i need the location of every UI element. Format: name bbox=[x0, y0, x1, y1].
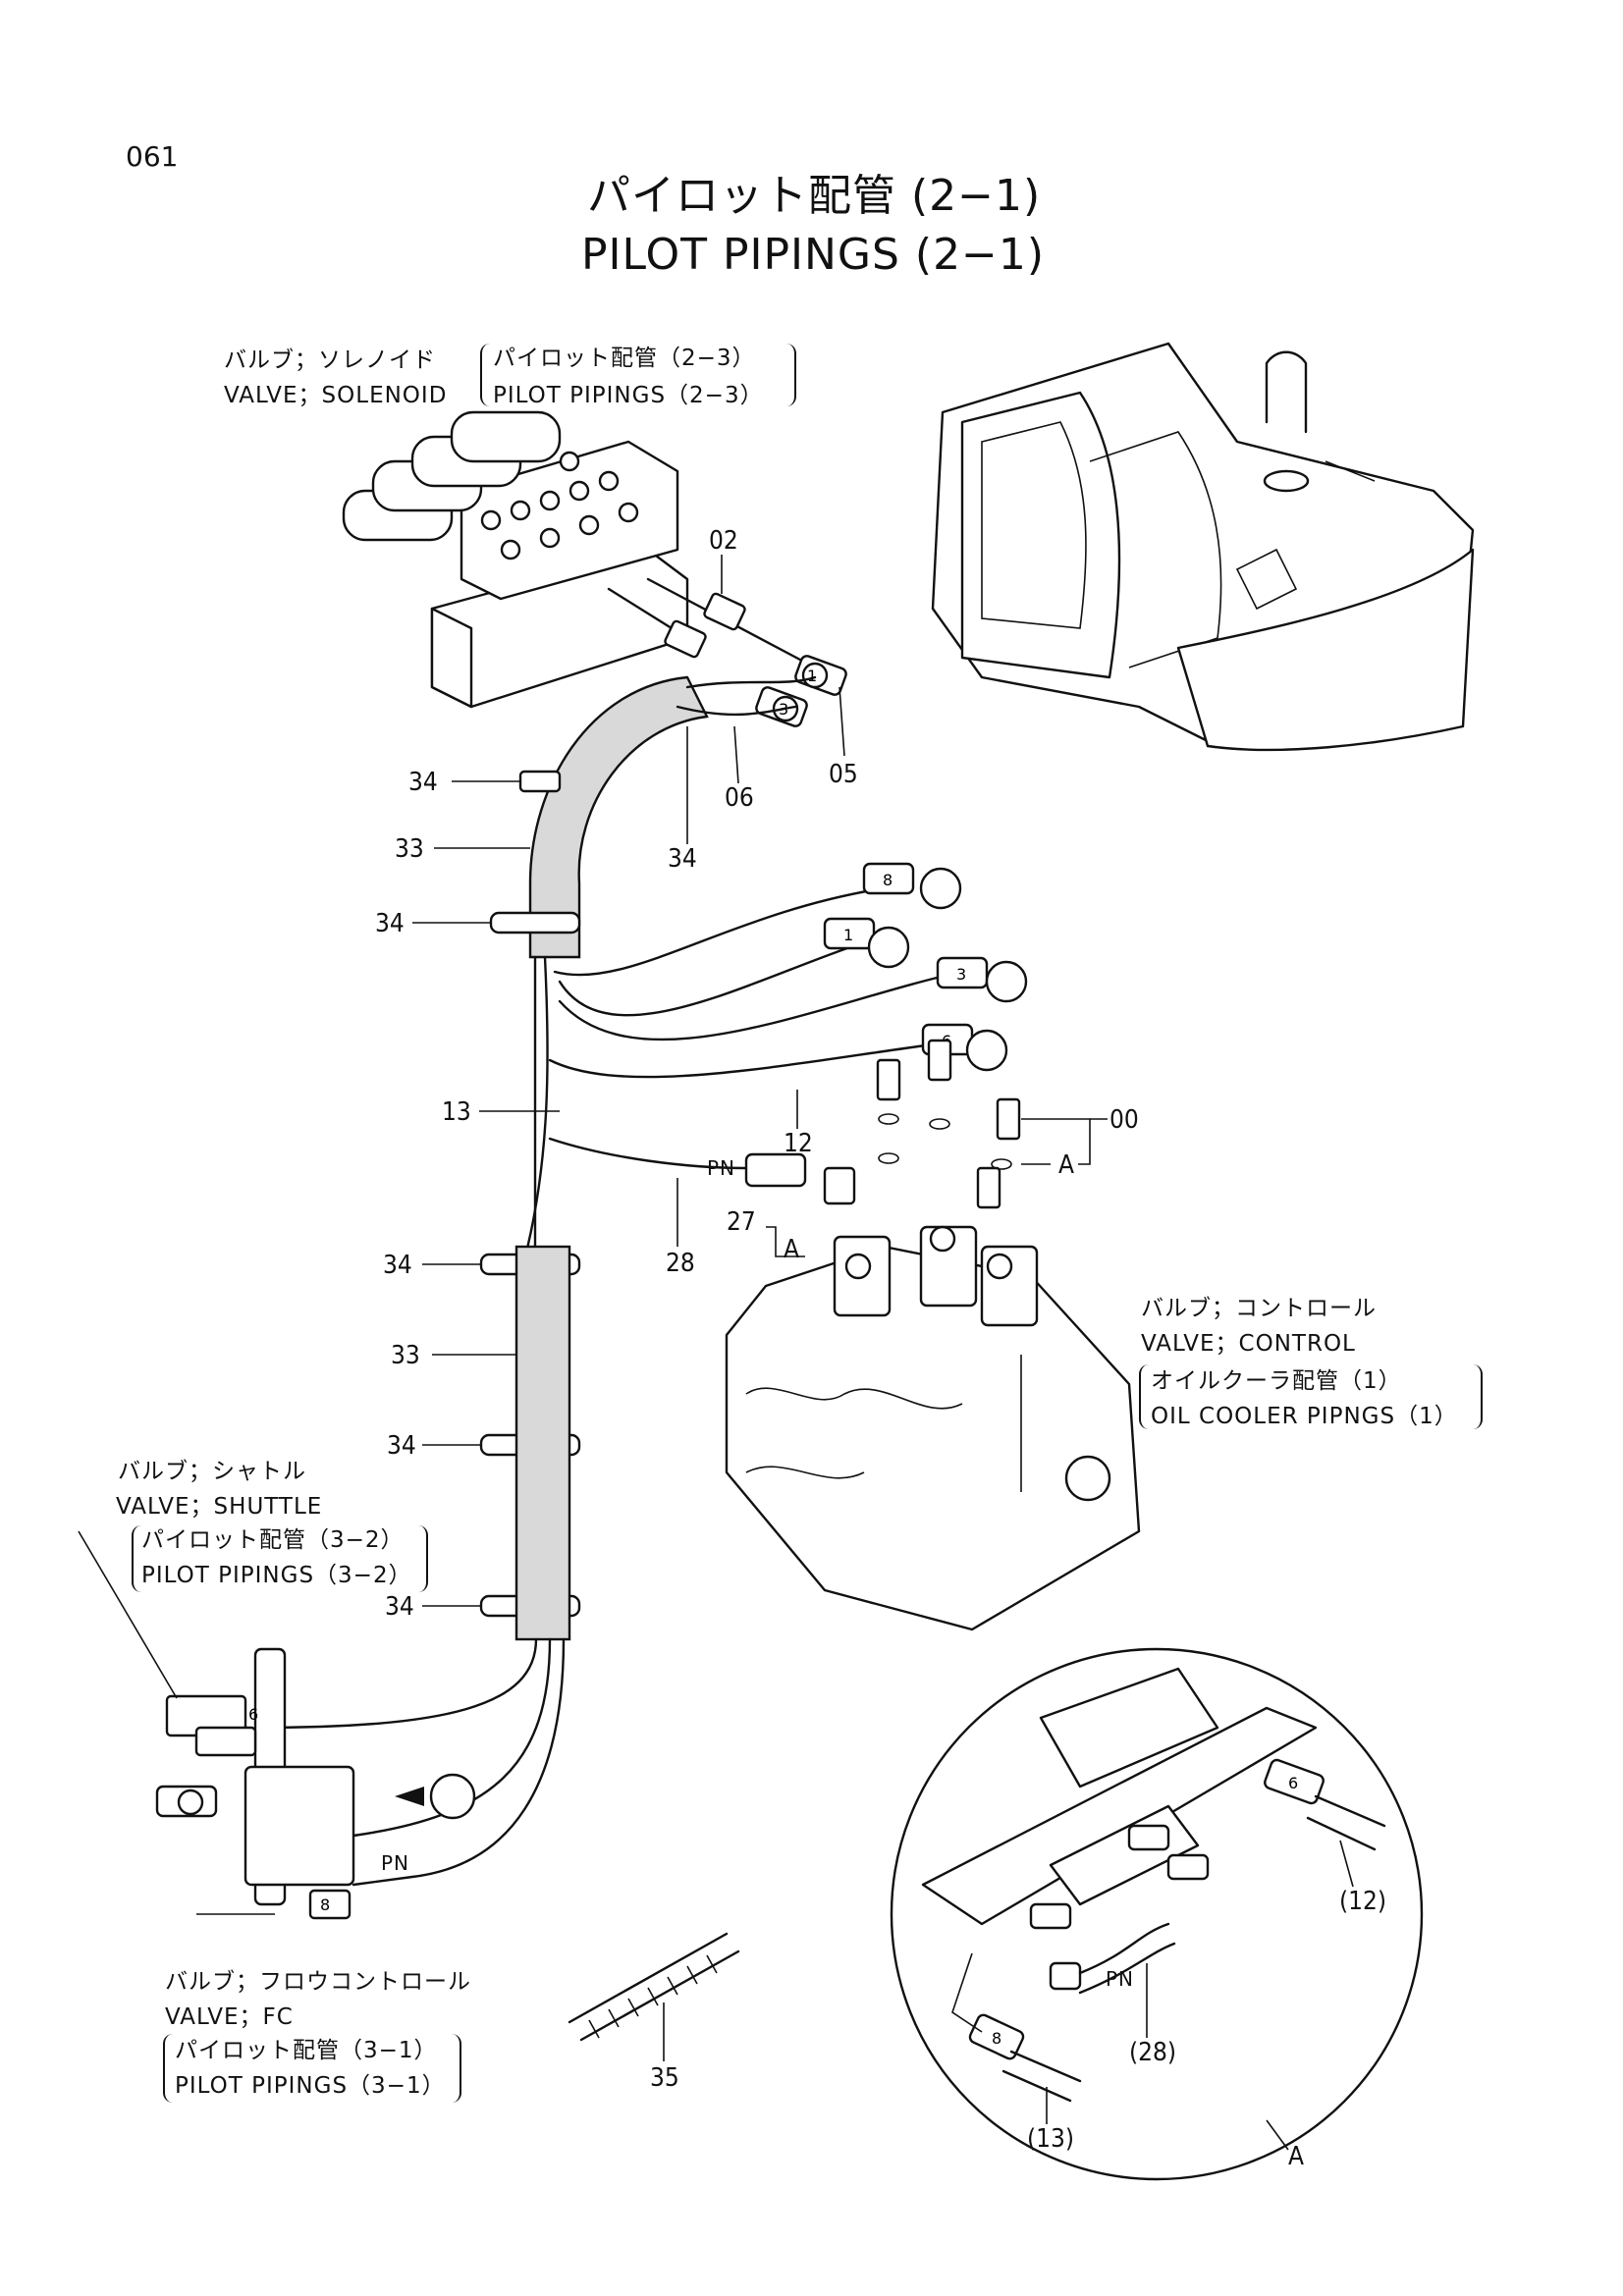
spiral-guard-35 bbox=[568, 1932, 740, 2061]
part-34-top-left: 34 bbox=[408, 768, 438, 797]
svg-text:6: 6 bbox=[1288, 1774, 1298, 1792]
page-number: 061 bbox=[126, 140, 179, 173]
part-02: 02 bbox=[709, 526, 738, 556]
svg-text:1: 1 bbox=[843, 926, 853, 944]
part-33-lower: 33 bbox=[391, 1341, 420, 1370]
hose-tag-text: 8 1 3 6 1 3 bbox=[779, 667, 966, 1050]
shuttle-fc-valve-block bbox=[78, 1530, 355, 1920]
fc-ref-jp: パイロット配管（3−1） bbox=[175, 2038, 438, 2063]
part-35: 35 bbox=[650, 2063, 679, 2093]
solenoid-label-en: VALVE；SOLENOID bbox=[224, 383, 448, 408]
detail-ref-28: (28) bbox=[1129, 2038, 1177, 2067]
part-00: 00 bbox=[1109, 1105, 1139, 1135]
control-ref-en: OIL COOLER PIPNGS（1） bbox=[1151, 1404, 1458, 1429]
fc-label-jp: バルブ；フロウコントロール bbox=[165, 1969, 471, 1995]
solenoid-label-jp: バルブ；ソレノイド bbox=[224, 347, 436, 373]
part-34-lower1: 34 bbox=[383, 1251, 412, 1280]
svg-text:8: 8 bbox=[883, 871, 893, 889]
shuttle-tag-text: 6 8 bbox=[248, 1705, 330, 1914]
svg-text:8: 8 bbox=[992, 2029, 1001, 2048]
shuttle-ref-bracket bbox=[132, 1525, 428, 1592]
svg-text:3: 3 bbox=[779, 700, 788, 719]
excavator-overview bbox=[931, 342, 1475, 752]
solenoid-ref-en: PILOT PIPINGS（2−3） bbox=[493, 383, 764, 408]
leader-27 bbox=[766, 1226, 805, 1257]
svg-text:6: 6 bbox=[248, 1705, 258, 1724]
part-34-lower2: 34 bbox=[387, 1431, 416, 1461]
part-13: 13 bbox=[442, 1097, 471, 1127]
svg-text:8: 8 bbox=[320, 1896, 330, 1914]
fc-ref-en: PILOT PIPINGS（3−1） bbox=[175, 2073, 446, 2099]
fc-ref-bracket bbox=[163, 2034, 461, 2103]
detail-a-pointer bbox=[395, 1773, 476, 1820]
part-28: 28 bbox=[666, 1249, 695, 1278]
pn-marker-detail: PN bbox=[1106, 1967, 1135, 1991]
title-japanese: パイロット配管 (2−1) bbox=[587, 171, 1042, 221]
fittings-02 bbox=[664, 555, 847, 784]
solenoid-ref-jp: パイロット配管（2−3） bbox=[493, 346, 756, 371]
shuttle-label-en: VALVE；SHUTTLE bbox=[116, 1494, 323, 1520]
part-34-top-center: 34 bbox=[668, 844, 697, 874]
shuttle-label-jp: バルブ；シャトル bbox=[118, 1459, 306, 1484]
part-05: 05 bbox=[829, 760, 858, 789]
control-valve bbox=[725, 1225, 1141, 1631]
hose-bundle bbox=[523, 886, 964, 1258]
part-06: 06 bbox=[725, 783, 754, 813]
a-marker-detail: A bbox=[1288, 2142, 1304, 2171]
detail-ref-12: (12) bbox=[1339, 1887, 1387, 1916]
detail-tag-text: 6 8 bbox=[992, 1774, 1298, 2048]
control-ref-jp: オイルクーラ配管（1） bbox=[1151, 1368, 1402, 1394]
pn-marker-lower: PN bbox=[381, 1851, 410, 1875]
adapters-00 bbox=[876, 1039, 1108, 1209]
fc-label-en: VALVE；FC bbox=[165, 2004, 294, 2030]
a-marker-top: A bbox=[1058, 1150, 1074, 1180]
solenoid-valve-assembly bbox=[342, 410, 817, 709]
detail-view-a bbox=[890, 1647, 1424, 2181]
shuttle-ref-jp: パイロット配管（3−2） bbox=[141, 1527, 405, 1553]
svg-text:1: 1 bbox=[807, 667, 817, 685]
part-33-upper: 33 bbox=[395, 834, 424, 864]
lower-protector-sleeve bbox=[514, 1245, 571, 1641]
hose-ends bbox=[744, 862, 1028, 1205]
part-12: 12 bbox=[784, 1129, 813, 1158]
lower-hoses bbox=[253, 1637, 566, 1887]
control-label-jp: バルブ；コントロール bbox=[1141, 1296, 1377, 1321]
title-english: PILOT PIPINGS (2−1) bbox=[581, 230, 1046, 280]
control-label-en: VALVE；CONTROL bbox=[1141, 1331, 1356, 1357]
shuttle-ref-en: PILOT PIPINGS（3−2） bbox=[141, 1563, 412, 1588]
solenoid-bolt-heads bbox=[480, 451, 639, 561]
control-ref-bracket bbox=[1139, 1364, 1483, 1429]
part-34-lower3: 34 bbox=[385, 1592, 414, 1622]
part-34-mid: 34 bbox=[375, 909, 405, 938]
svg-text:3: 3 bbox=[956, 965, 966, 984]
part-27: 27 bbox=[727, 1207, 756, 1237]
solenoid-ref-bracket bbox=[480, 344, 796, 406]
detail-ref-13: (13) bbox=[1027, 2124, 1075, 2154]
